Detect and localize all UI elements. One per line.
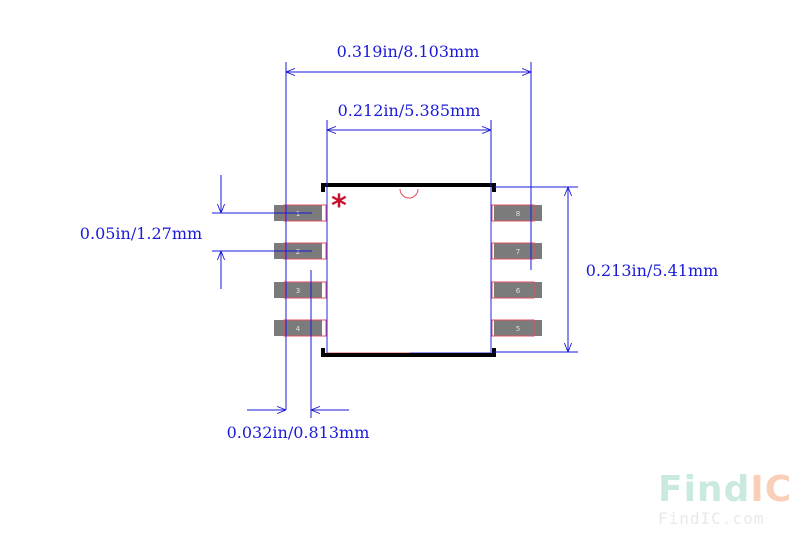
- dim-pitch: 0.05in/1.27mm: [80, 175, 312, 289]
- pin-label-7: 7: [516, 248, 520, 256]
- pad-width-label: 0.032in/0.813mm: [227, 423, 370, 442]
- pad-3: 3: [274, 281, 327, 299]
- pin-label-2: 2: [296, 248, 300, 256]
- pin-label-6: 6: [516, 287, 521, 295]
- pin-label-4: 4: [296, 325, 301, 333]
- right-pads: 8 7 6 5: [491, 204, 542, 337]
- pin-label-1: 1: [296, 210, 300, 218]
- findic-watermark: FindIC FindIC.com: [658, 469, 792, 528]
- pad-7: 7: [491, 242, 542, 260]
- silkscreen-top: [321, 183, 496, 192]
- dim-overall-width: 0.319in/8.103mm: [285, 42, 532, 410]
- pad-5: 5: [491, 319, 542, 337]
- pin1-notch: [399, 188, 419, 199]
- pad-4: 4: [274, 319, 327, 337]
- dim-pad-width: 0.032in/0.813mm: [227, 270, 370, 442]
- dim-body-width: 0.212in/5.385mm: [326, 101, 492, 186]
- watermark-logo: FindIC: [658, 469, 792, 510]
- package-body: [321, 183, 496, 357]
- pin-label-3: 3: [296, 287, 300, 295]
- pin-label-5: 5: [516, 325, 520, 333]
- pad-8: 8: [491, 204, 542, 222]
- watermark-url: FindIC.com: [658, 509, 764, 528]
- dim-body-height: 0.213in/5.41mm: [494, 186, 719, 353]
- left-pads: 1 2 3 4: [274, 204, 327, 337]
- silkscreen-bottom: [321, 348, 496, 357]
- pin-label-8: 8: [516, 210, 520, 218]
- pitch-label: 0.05in/1.27mm: [80, 224, 202, 243]
- pin1-marker-icon: *: [331, 189, 347, 224]
- overall-width-label: 0.319in/8.103mm: [337, 42, 480, 61]
- pad-6: 6: [491, 281, 542, 299]
- body-height-label: 0.213in/5.41mm: [586, 261, 719, 280]
- body-width-label: 0.212in/5.385mm: [338, 101, 481, 120]
